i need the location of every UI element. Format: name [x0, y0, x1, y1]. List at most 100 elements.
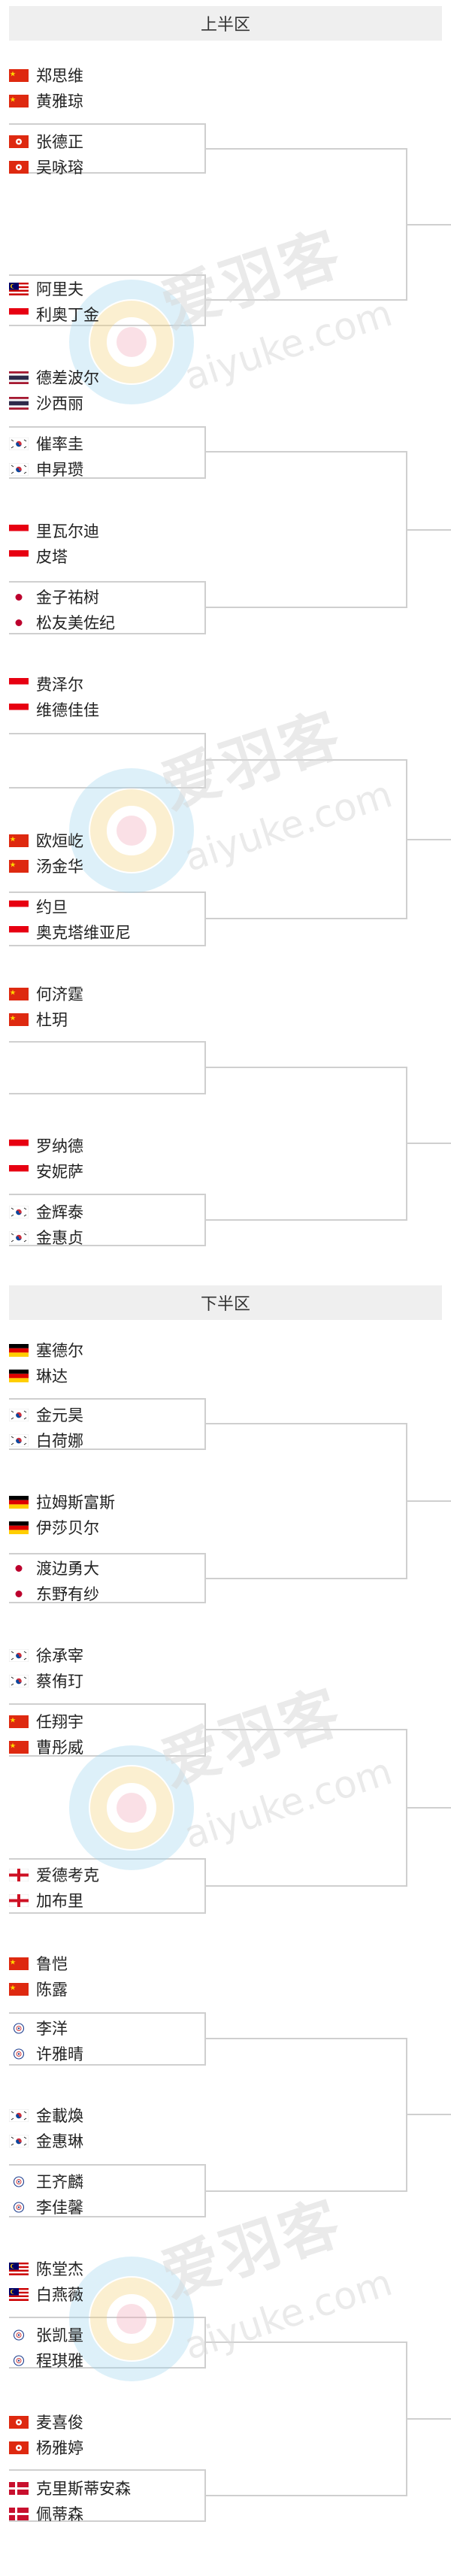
- player-row[interactable]: 渡边勇大: [9, 1557, 99, 1579]
- player-row[interactable]: 皮塔: [9, 546, 68, 567]
- player-row[interactable]: 蔡侑玎: [9, 1670, 83, 1691]
- flag-jp-icon: [9, 1561, 29, 1575]
- player-row[interactable]: 爱德考克: [9, 1864, 99, 1885]
- player-name: 里瓦尔迪: [36, 522, 99, 540]
- player-row[interactable]: 约旦: [9, 896, 68, 917]
- player-row[interactable]: 德差波尔: [9, 367, 99, 388]
- player-row[interactable]: 费泽尔: [9, 674, 83, 695]
- player-name: 吴咏瑢: [36, 159, 83, 177]
- flag-de-icon: [9, 1521, 29, 1534]
- player-row[interactable]: 徐承宰: [9, 1645, 83, 1666]
- player-row[interactable]: 阿里夫: [9, 278, 83, 299]
- bracket-line: [204, 607, 406, 608]
- player-row[interactable]: 金載煥: [9, 2105, 83, 2126]
- player-row[interactable]: 安妮萨: [9, 1161, 83, 1182]
- player-row[interactable]: 陈露: [9, 1978, 68, 1999]
- bracket-line: [9, 426, 204, 428]
- player-row[interactable]: 克里斯蒂安森: [9, 2478, 131, 2499]
- flag-en-icon: [9, 1893, 29, 1907]
- player-row[interactable]: 程琪雅: [9, 2350, 83, 2371]
- player-row[interactable]: 曹彤威: [9, 1736, 83, 1757]
- player-row[interactable]: 沙西丽: [9, 392, 83, 413]
- player-row[interactable]: 陈堂杰: [9, 2258, 83, 2279]
- player-row[interactable]: 张凯量: [9, 2324, 83, 2345]
- player-row[interactable]: 里瓦尔迪: [9, 520, 99, 541]
- player-name: 陈露: [36, 1981, 68, 1999]
- player-row[interactable]: 拉姆斯富斯: [9, 1491, 115, 1512]
- player-row[interactable]: 罗纳德: [9, 1135, 83, 1156]
- player-row[interactable]: 金子祐树: [9, 586, 99, 607]
- flag-tw-icon: [9, 2200, 29, 2214]
- player-row[interactable]: 利奥丁金: [9, 304, 99, 325]
- player-row[interactable]: 琳达: [9, 1365, 68, 1386]
- bracket-line: [9, 1858, 204, 1860]
- player-name: 奥克塔维亚尼: [36, 924, 131, 942]
- flag-id-icon: [9, 703, 29, 716]
- flag-dk-icon: [9, 2507, 29, 2520]
- flag-cn-icon: [9, 68, 29, 82]
- player-name: 杨雅婷: [36, 2439, 83, 2457]
- bracket-line: [9, 1194, 204, 1195]
- player-row[interactable]: 金惠贞: [9, 1227, 83, 1248]
- player-row[interactable]: 东野有纱: [9, 1583, 99, 1604]
- player-row[interactable]: 郑思维: [9, 65, 83, 86]
- player-row[interactable]: 佩蒂森: [9, 2503, 83, 2524]
- flag-id-icon: [9, 549, 29, 563]
- player-row[interactable]: 王齐麟: [9, 2171, 83, 2192]
- player-row[interactable]: 黄雅琼: [9, 90, 83, 111]
- player-row[interactable]: 伊莎贝尔: [9, 1517, 99, 1538]
- flag-kr-icon: [9, 1648, 29, 1662]
- bracket-line: [9, 1703, 204, 1705]
- bracket-line: [204, 2341, 406, 2343]
- player-row[interactable]: 欧烜屹: [9, 830, 83, 851]
- player-row[interactable]: 杜玥: [9, 1009, 68, 1030]
- player-row[interactable]: 杨雅婷: [9, 2437, 83, 2458]
- player-row[interactable]: 金辉泰: [9, 1201, 83, 1222]
- bracket-line: [204, 918, 406, 919]
- flag-cn-icon: [9, 94, 29, 107]
- player-row[interactable]: 加布里: [9, 1890, 83, 1911]
- player-name: 白燕薇: [36, 2286, 83, 2304]
- player-name: 皮塔: [36, 548, 68, 566]
- player-name: 克里斯蒂安森: [36, 2480, 131, 2498]
- player-name: 维德佳佳: [36, 701, 99, 719]
- player-row[interactable]: 催率圭: [9, 433, 83, 454]
- player-row[interactable]: 白荷娜: [9, 1430, 83, 1451]
- watermark-cn: 爱羽客: [153, 1677, 351, 1800]
- player-row[interactable]: 塞德尔: [9, 1339, 83, 1361]
- flag-kr-icon: [9, 1674, 29, 1688]
- player-row[interactable]: 白燕薇: [9, 2284, 83, 2305]
- flag-cn-icon: [9, 834, 29, 847]
- player-row[interactable]: 许雅晴: [9, 2043, 83, 2064]
- player-row[interactable]: 松友美佐纪: [9, 612, 115, 633]
- player-row[interactable]: 汤金华: [9, 855, 83, 876]
- player-name: 东野有纱: [36, 1585, 99, 1603]
- bracket-line: [406, 2418, 451, 2420]
- player-row[interactable]: 何济霆: [9, 983, 83, 1004]
- bracket-line: [204, 1423, 406, 1424]
- watermark: 爱羽客 aiyuke.com: [68, 218, 406, 413]
- player-row[interactable]: 李佳馨: [9, 2196, 83, 2217]
- player-name: 曹彤威: [36, 1739, 83, 1757]
- player-name: 德差波尔: [36, 369, 99, 387]
- watermark-en: aiyuke.com: [179, 291, 398, 399]
- bracket-line: [9, 2164, 204, 2166]
- player-row[interactable]: 李洋: [9, 2018, 68, 2039]
- flag-th-icon: [9, 371, 29, 384]
- player-row[interactable]: 申昇瓒: [9, 459, 83, 480]
- player-row[interactable]: 张德正: [9, 131, 83, 152]
- player-name: 加布里: [36, 1892, 83, 1910]
- player-row[interactable]: 金元昊: [9, 1404, 83, 1425]
- watermark-en: aiyuke.com: [179, 1749, 398, 1857]
- flag-cn-icon: [9, 987, 29, 1000]
- flag-id-icon: [9, 1164, 29, 1178]
- player-row[interactable]: 吴咏瑢: [9, 156, 83, 177]
- flag-tw-icon: [9, 2354, 29, 2367]
- player-row[interactable]: 麦喜俊: [9, 2411, 83, 2432]
- player-row[interactable]: 鲁恺: [9, 1953, 68, 1974]
- player-name: 伊莎贝尔: [36, 1519, 99, 1537]
- player-row[interactable]: 奥克塔维亚尼: [9, 922, 131, 943]
- player-row[interactable]: 任翔宇: [9, 1711, 83, 1732]
- player-row[interactable]: 维德佳佳: [9, 699, 99, 720]
- player-row[interactable]: 金惠琳: [9, 2130, 83, 2151]
